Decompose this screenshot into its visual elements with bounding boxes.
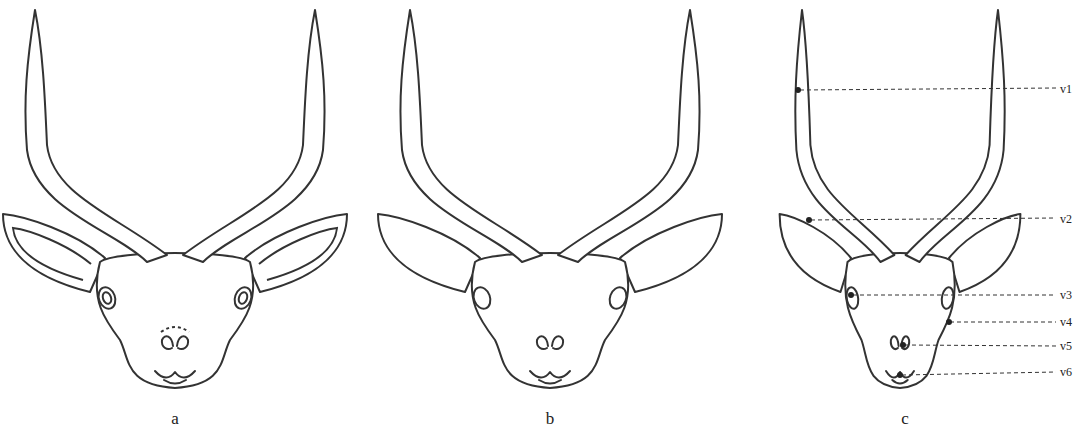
antelope-head-a <box>3 10 347 388</box>
callout-label: v1 <box>1060 83 1072 95</box>
leader-lines <box>800 88 1056 375</box>
panel-letter: c <box>901 410 909 427</box>
panel-letter: b <box>546 410 555 427</box>
antelope-head-c <box>780 10 1021 388</box>
callout-label: v3 <box>1060 289 1072 301</box>
callout-label: v5 <box>1060 340 1072 352</box>
panel-letter: a <box>171 410 179 427</box>
callout-label: v6 <box>1060 366 1072 378</box>
callout-label: v2 <box>1060 213 1072 225</box>
antelope-head-b <box>378 10 722 388</box>
measure-dots <box>795 87 952 378</box>
callout-label: v4 <box>1060 316 1072 328</box>
